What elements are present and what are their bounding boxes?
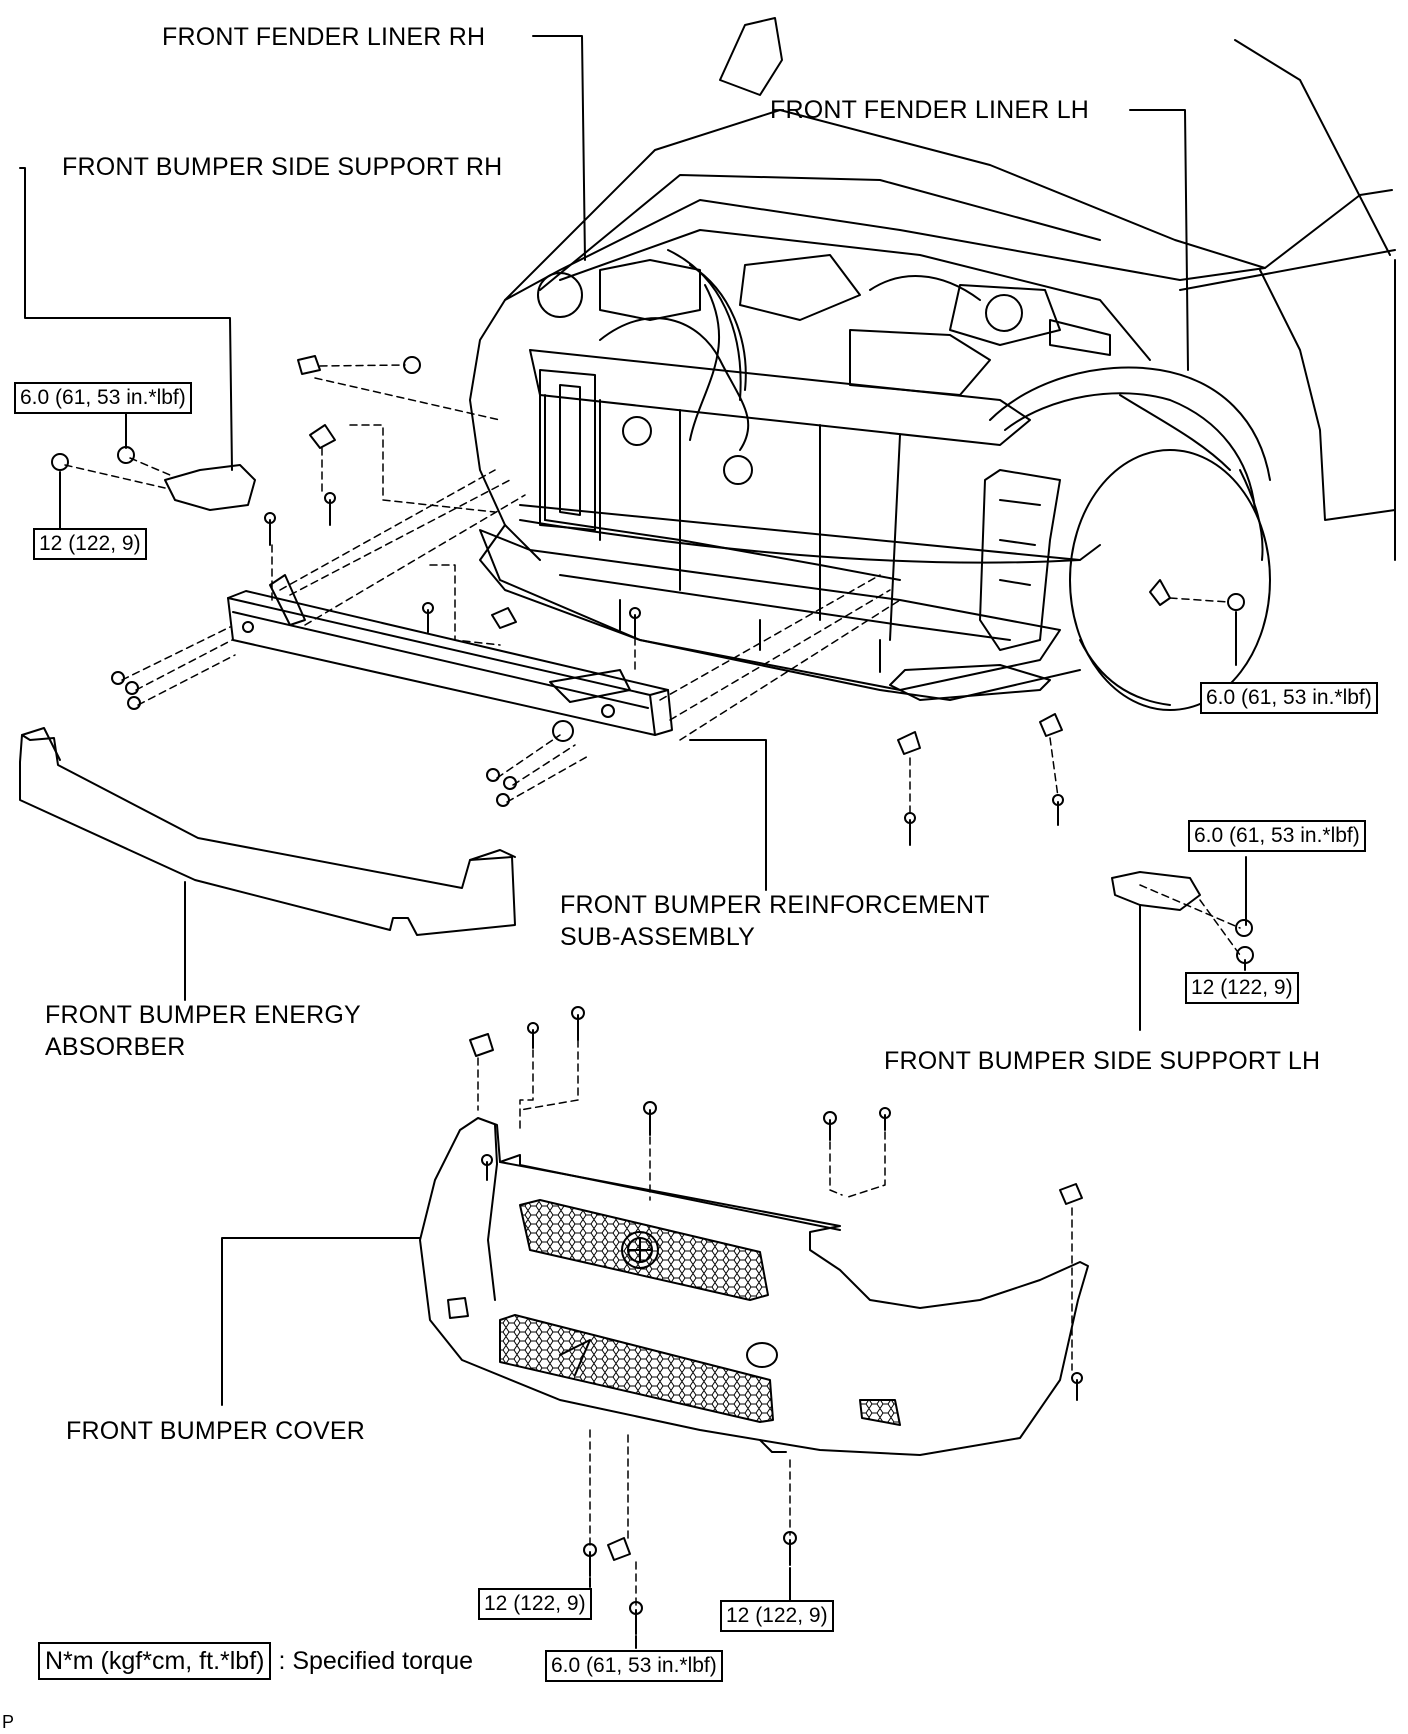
label-fender-liner-rh: FRONT FENDER LINER RH [162, 23, 486, 51]
torque-lh-support-small: 6.0 (61, 53 in.*lbf) [1188, 820, 1366, 852]
bumper-cover-drawing [419, 1117, 1089, 1456]
label-reinforcement-line2: SUB-ASSEMBLY [560, 923, 756, 951]
torque-rh-support-small: 6.0 (61, 53 in.*lbf) [14, 382, 192, 414]
label-side-support-rh: FRONT BUMPER SIDE SUPPORT RH [62, 153, 503, 181]
label-energy-absorber-line2: ABSORBER [45, 1033, 186, 1061]
label-reinforcement-line1: FRONT BUMPER REINFORCEMENT [560, 891, 990, 919]
leader-lines [19, 35, 1247, 1649]
assembly-lines [64, 364, 1241, 1606]
figure-code: P [2, 1712, 15, 1732]
torque-legend: N*m (kgf*cm, ft.*lbf) : Specified torque [38, 1642, 473, 1680]
label-energy-absorber-line1: FRONT BUMPER ENERGY [45, 1001, 361, 1029]
legend-text: : Specified torque [278, 1647, 474, 1675]
torque-lh-support-large: 12 (122, 9) [1185, 972, 1299, 1004]
vehicle-body [469, 17, 1396, 711]
torque-cover-bottom-center: 6.0 (61, 53 in.*lbf) [545, 1650, 723, 1682]
torque-cover-bottom-left: 12 (122, 9) [478, 1588, 592, 1620]
torque-lh-fender: 6.0 (61, 53 in.*lbf) [1200, 682, 1378, 714]
label-side-support-lh: FRONT BUMPER SIDE SUPPORT LH [884, 1047, 1321, 1075]
legend-unit-box: N*m (kgf*cm, ft.*lbf) [38, 1642, 272, 1680]
torque-cover-bottom-right: 12 (122, 9) [720, 1600, 834, 1632]
label-bumper-cover: FRONT BUMPER COVER [66, 1417, 365, 1445]
reinforcement-drawing [227, 574, 673, 742]
torque-rh-support-large: 12 (122, 9) [33, 528, 147, 560]
label-fender-liner-lh: FRONT FENDER LINER LH [770, 96, 1090, 124]
energy-absorber-drawing [19, 727, 516, 936]
